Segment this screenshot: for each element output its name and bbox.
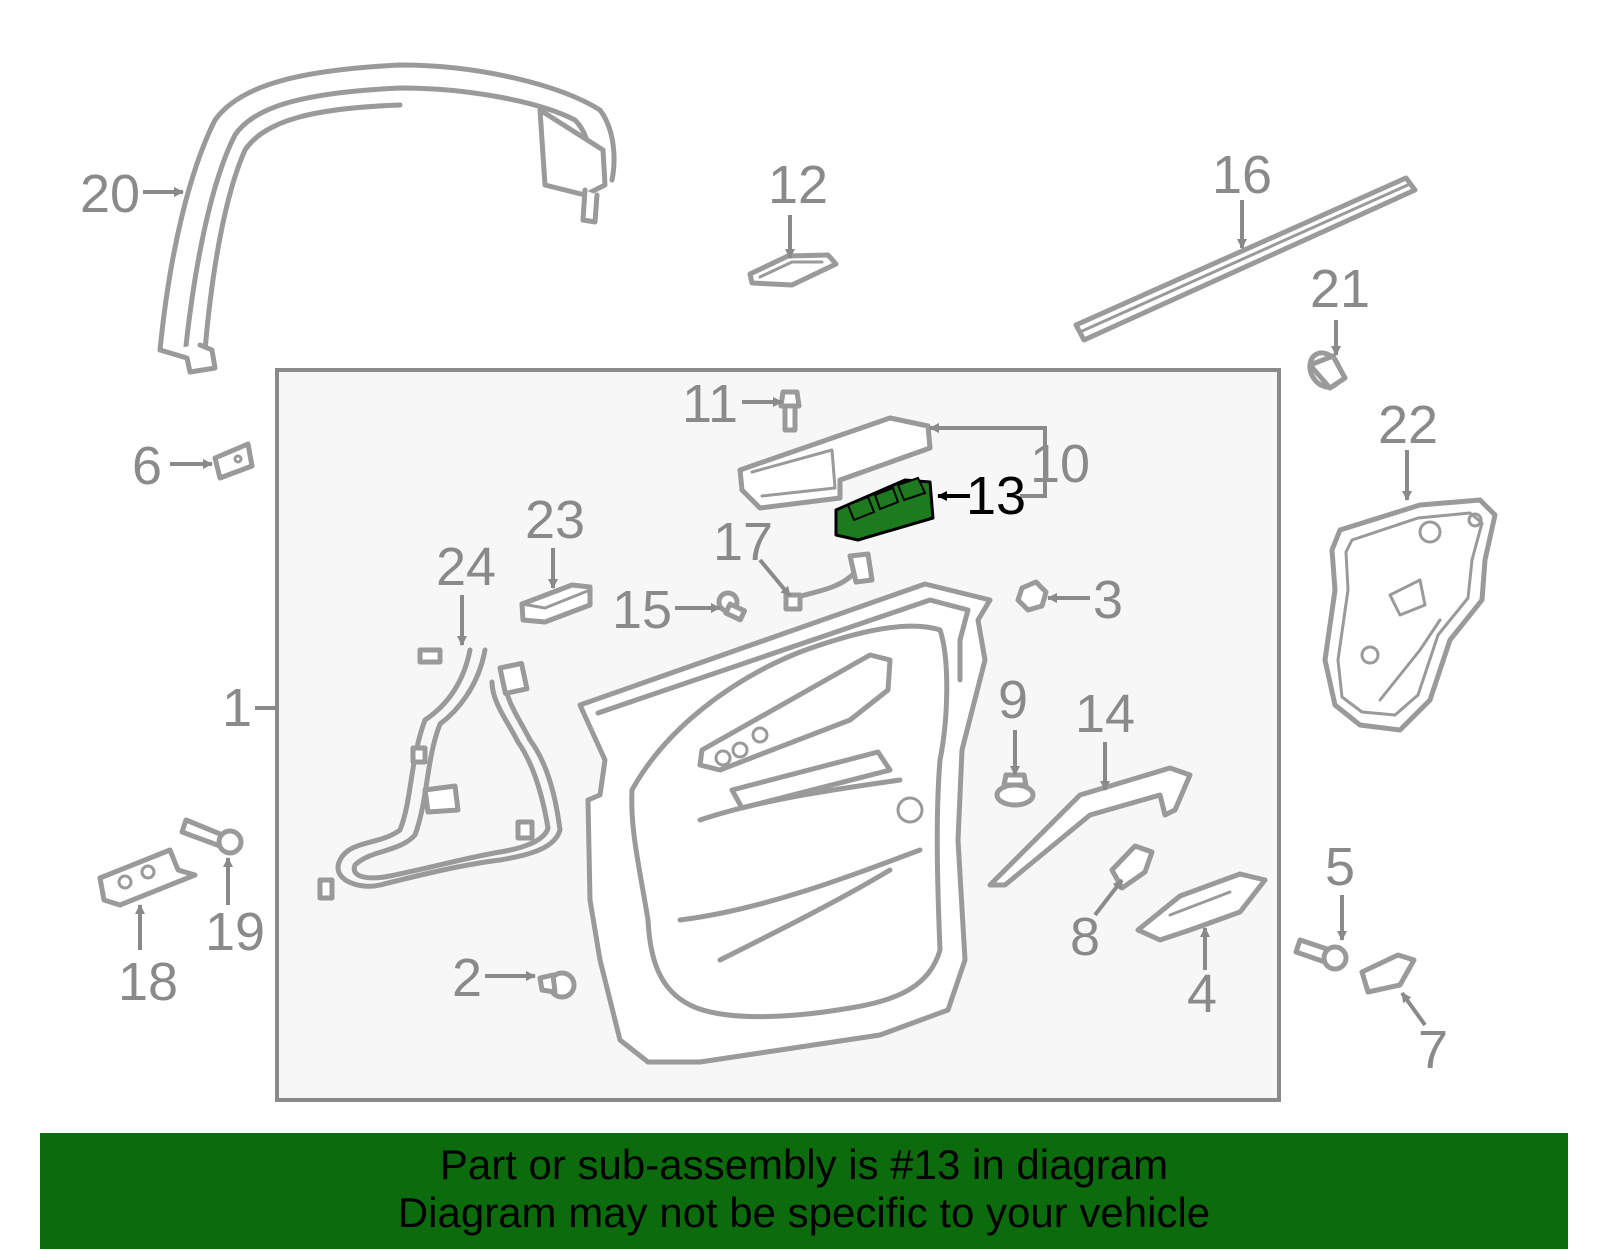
callout-15: 15 — [612, 580, 672, 640]
callout-3: 3 — [1093, 570, 1123, 630]
callout-24: 24 — [436, 537, 496, 597]
callout-22: 22 — [1378, 395, 1438, 455]
callout-8: 8 — [1070, 907, 1100, 967]
leader-10-top — [929, 423, 1047, 433]
leader-8 — [1093, 878, 1124, 917]
part-5-bolt — [1293, 937, 1349, 972]
callout-10: 10 — [1030, 434, 1090, 494]
part-23-switch — [519, 582, 593, 625]
callout-4: 4 — [1187, 964, 1217, 1024]
part-11-bolt — [778, 389, 802, 433]
part-3-nut — [1015, 579, 1049, 613]
callout-11: 11 — [682, 374, 738, 434]
part-14-pull-handle — [987, 765, 1193, 888]
leader-10-bracket — [1020, 428, 1047, 498]
part-17-cable — [783, 551, 875, 612]
callout-18: 18 — [118, 952, 178, 1012]
info-banner: Part or sub-assembly is #13 in diagram D… — [40, 1133, 1568, 1249]
part-2-push-pin — [537, 970, 577, 1000]
part-12-clip — [747, 252, 839, 288]
part-22-module-panel — [1322, 497, 1498, 733]
callout-23: 23 — [525, 490, 585, 550]
banner-line-1: Part or sub-assembly is #13 in diagram — [439, 1141, 1169, 1188]
part-10-bezel — [737, 415, 933, 511]
part-7-cap — [1359, 952, 1417, 995]
callout-13: 13 — [966, 466, 1026, 526]
callout-1: 1 — [222, 678, 252, 738]
part-18-bracket — [97, 847, 198, 908]
callout-labels: 20 12 16 21 22 6 11 10 13 23 17 15 3 24 … — [80, 145, 1448, 1080]
callout-21: 21 — [1310, 259, 1370, 319]
leader-17 — [758, 558, 792, 598]
part-13-window-switch — [834, 476, 935, 542]
callout-2: 2 — [452, 948, 482, 1008]
part-9-push-clip — [994, 772, 1036, 808]
part-21-plug — [1307, 350, 1348, 391]
callout-7: 7 — [1418, 1020, 1448, 1080]
callout-5: 5 — [1325, 837, 1355, 897]
callout-6: 6 — [132, 436, 162, 496]
part-6-clip — [212, 441, 255, 481]
leader-lines — [135, 187, 1427, 1027]
part-20-frame-molding — [157, 62, 617, 375]
part-16-belt-molding — [1073, 175, 1418, 343]
callout-9: 9 — [998, 670, 1028, 730]
callout-20: 20 — [80, 164, 140, 224]
callout-14: 14 — [1075, 684, 1135, 744]
callout-17: 17 — [713, 512, 773, 572]
part-1-door-trim-panel — [577, 581, 993, 1065]
callout-12: 12 — [768, 155, 828, 215]
part-19-bolt — [179, 817, 244, 856]
callout-19: 19 — [205, 902, 265, 962]
banner-line-2: Diagram may not be specific to your vehi… — [397, 1189, 1211, 1236]
callout-16: 16 — [1212, 145, 1272, 205]
part-24-wiring-harness — [317, 647, 563, 901]
part-15-clip — [716, 590, 748, 623]
part-4-inside-handle — [1135, 871, 1268, 943]
leader-7 — [1400, 991, 1427, 1027]
